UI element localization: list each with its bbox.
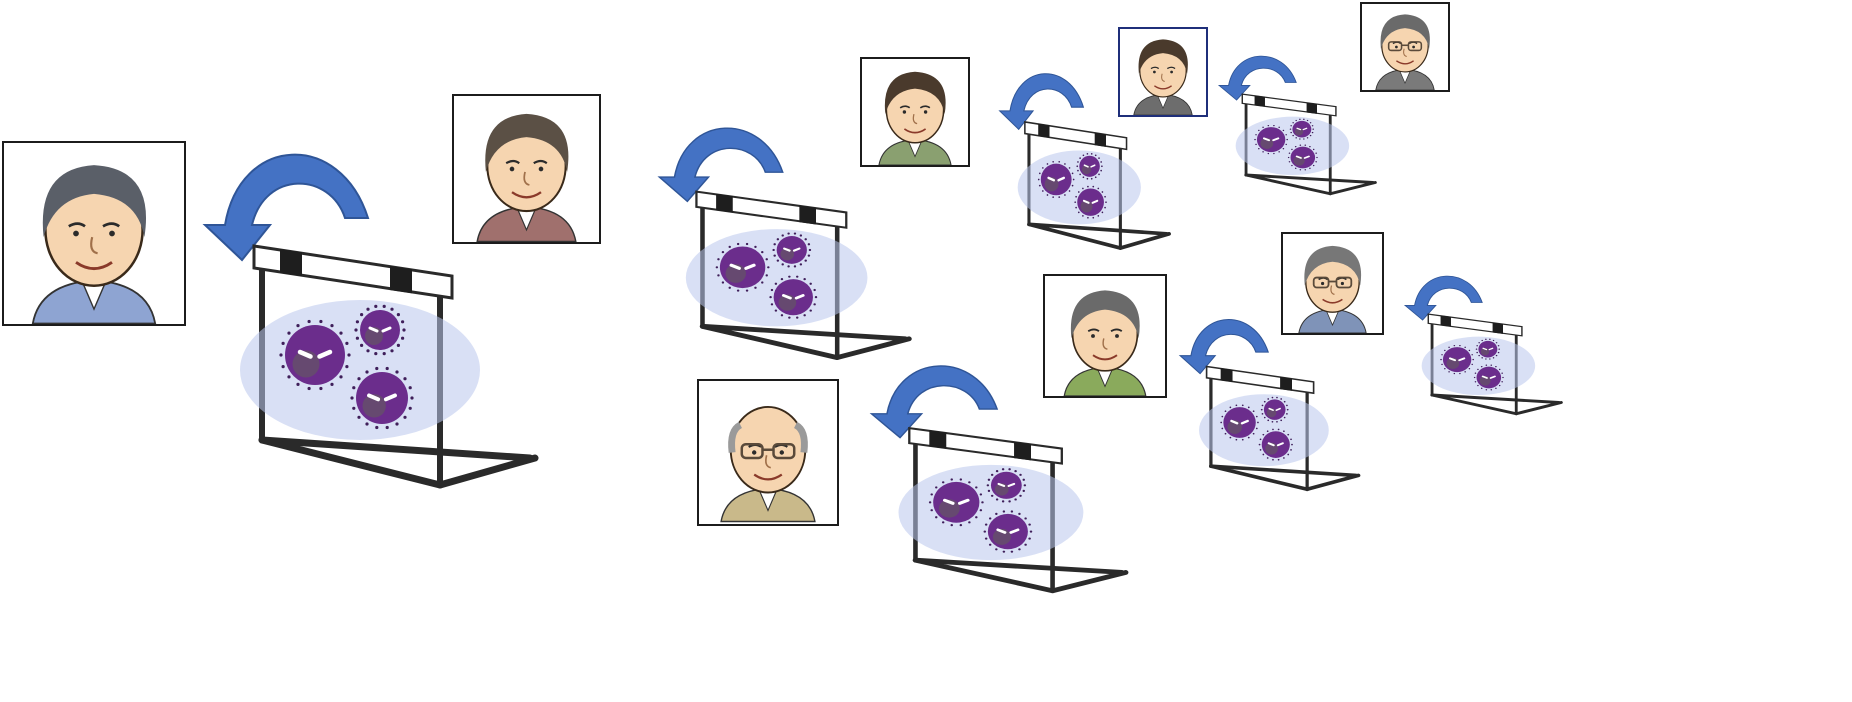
virus-cluster-icon [898, 464, 1084, 561]
hurdle-with-viruses [648, 118, 928, 368]
hurdle-with-viruses [860, 356, 1145, 601]
curved-arrow-icon [998, 73, 1085, 131]
portrait-elder-glasses [1281, 232, 1384, 335]
virus-cluster-icon [240, 300, 480, 440]
portrait-man-young [1118, 27, 1208, 117]
portrait-man-smiling [1043, 274, 1167, 398]
virus-cluster-icon [1235, 116, 1350, 175]
virus-cluster-icon [685, 229, 868, 327]
virus-cluster-icon [1421, 336, 1536, 395]
hurdle-with-viruses [992, 66, 1182, 256]
curved-arrow-icon [657, 127, 784, 203]
curved-arrow-icon [1217, 55, 1297, 101]
hurdle-with-viruses [190, 140, 560, 500]
curved-arrow-icon [869, 365, 999, 439]
curved-arrow-icon [1403, 275, 1483, 321]
hurdle-with-viruses [1398, 270, 1573, 420]
hurdle-with-viruses [1172, 312, 1372, 497]
virus-cluster-icon [1199, 394, 1329, 467]
hurdle-with-viruses [1212, 50, 1387, 200]
portrait-man-glasses-gray [1360, 2, 1450, 92]
virus-cluster-icon [1017, 150, 1141, 225]
portrait-bald-glasses [697, 379, 839, 526]
curved-arrow-icon [202, 153, 370, 262]
curved-arrow-icon [1178, 319, 1269, 375]
portrait-man-suit [2, 141, 186, 326]
portrait-man-long-hair [860, 57, 970, 167]
portrait-man-round-face [452, 94, 601, 244]
